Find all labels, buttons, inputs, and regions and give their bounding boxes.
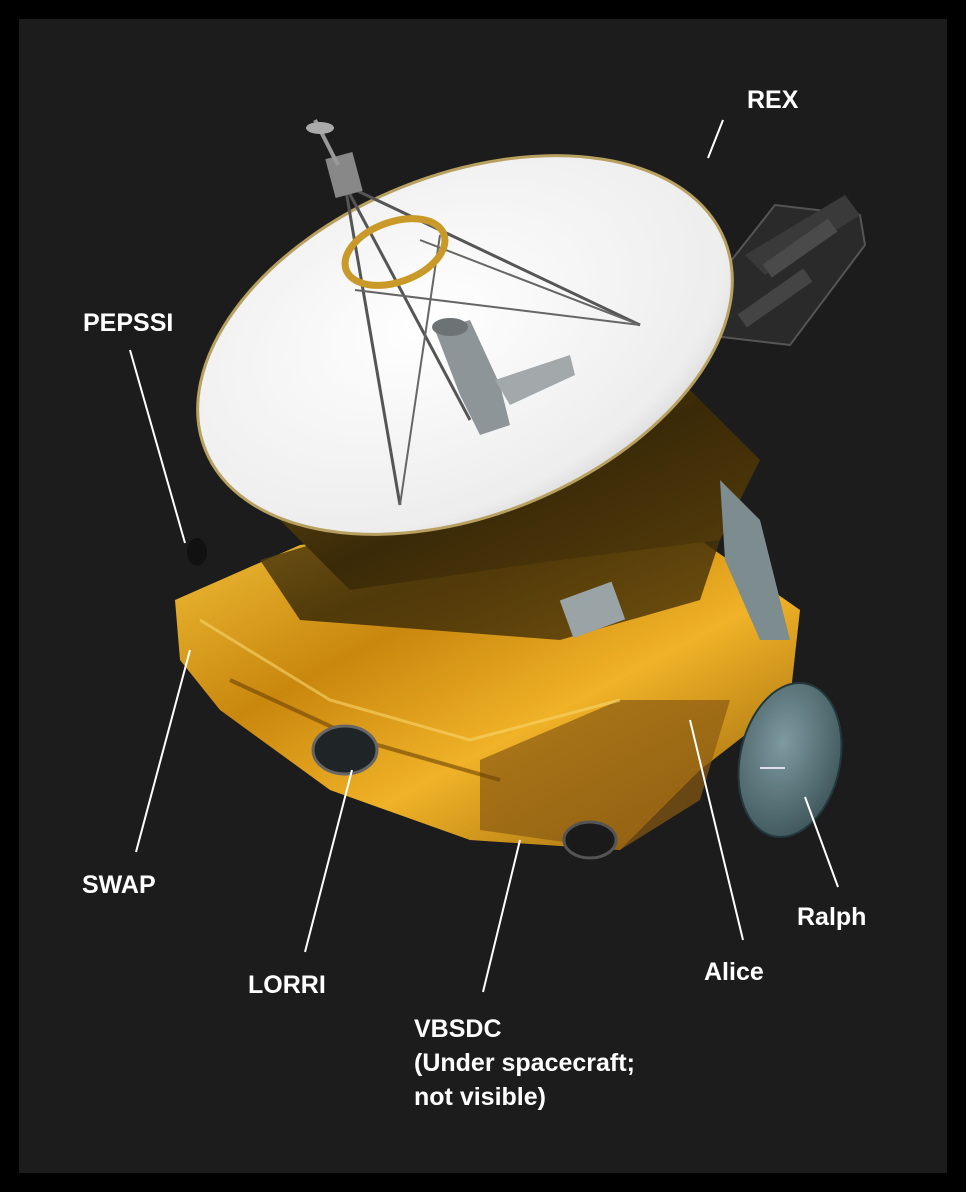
- label-pepssi: PEPSSI: [83, 309, 174, 337]
- pepssi-sensor: [187, 538, 207, 566]
- label-rex: REX: [747, 86, 799, 114]
- rex-leader-line: [707, 119, 724, 159]
- label-alice: Alice: [704, 958, 764, 986]
- label-vbsdc-line3: not visible): [414, 1083, 546, 1111]
- vbsdc-leader-line: [482, 839, 521, 993]
- alice-leader-line: [689, 719, 744, 941]
- label-vbsdc: VBSDC (Under spacecraft; not visible): [414, 1012, 635, 1114]
- label-lorri: LORRI: [248, 971, 326, 999]
- swap-leader-line: [135, 649, 191, 853]
- rex-antenna-dish: [196, 119, 734, 536]
- lorri-aperture: [311, 724, 379, 776]
- ralph-instrument: [737, 681, 843, 839]
- side-panel: [720, 480, 790, 640]
- instrument-panel: [559, 581, 626, 639]
- label-vbsdc-line2: (Under spacecraft;: [414, 1049, 635, 1077]
- label-vbsdc-line1: VBSDC: [414, 1015, 502, 1043]
- pepssi-leader-line: [129, 349, 186, 544]
- rtg-unit: [698, 195, 867, 347]
- ralph-leader-line: [804, 796, 839, 888]
- leader-lines: [129, 119, 839, 993]
- label-ralph: Ralph: [797, 903, 867, 931]
- lorri-leader-line: [304, 769, 353, 953]
- label-swap: SWAP: [82, 871, 156, 899]
- vbsdc-detector: [562, 820, 618, 860]
